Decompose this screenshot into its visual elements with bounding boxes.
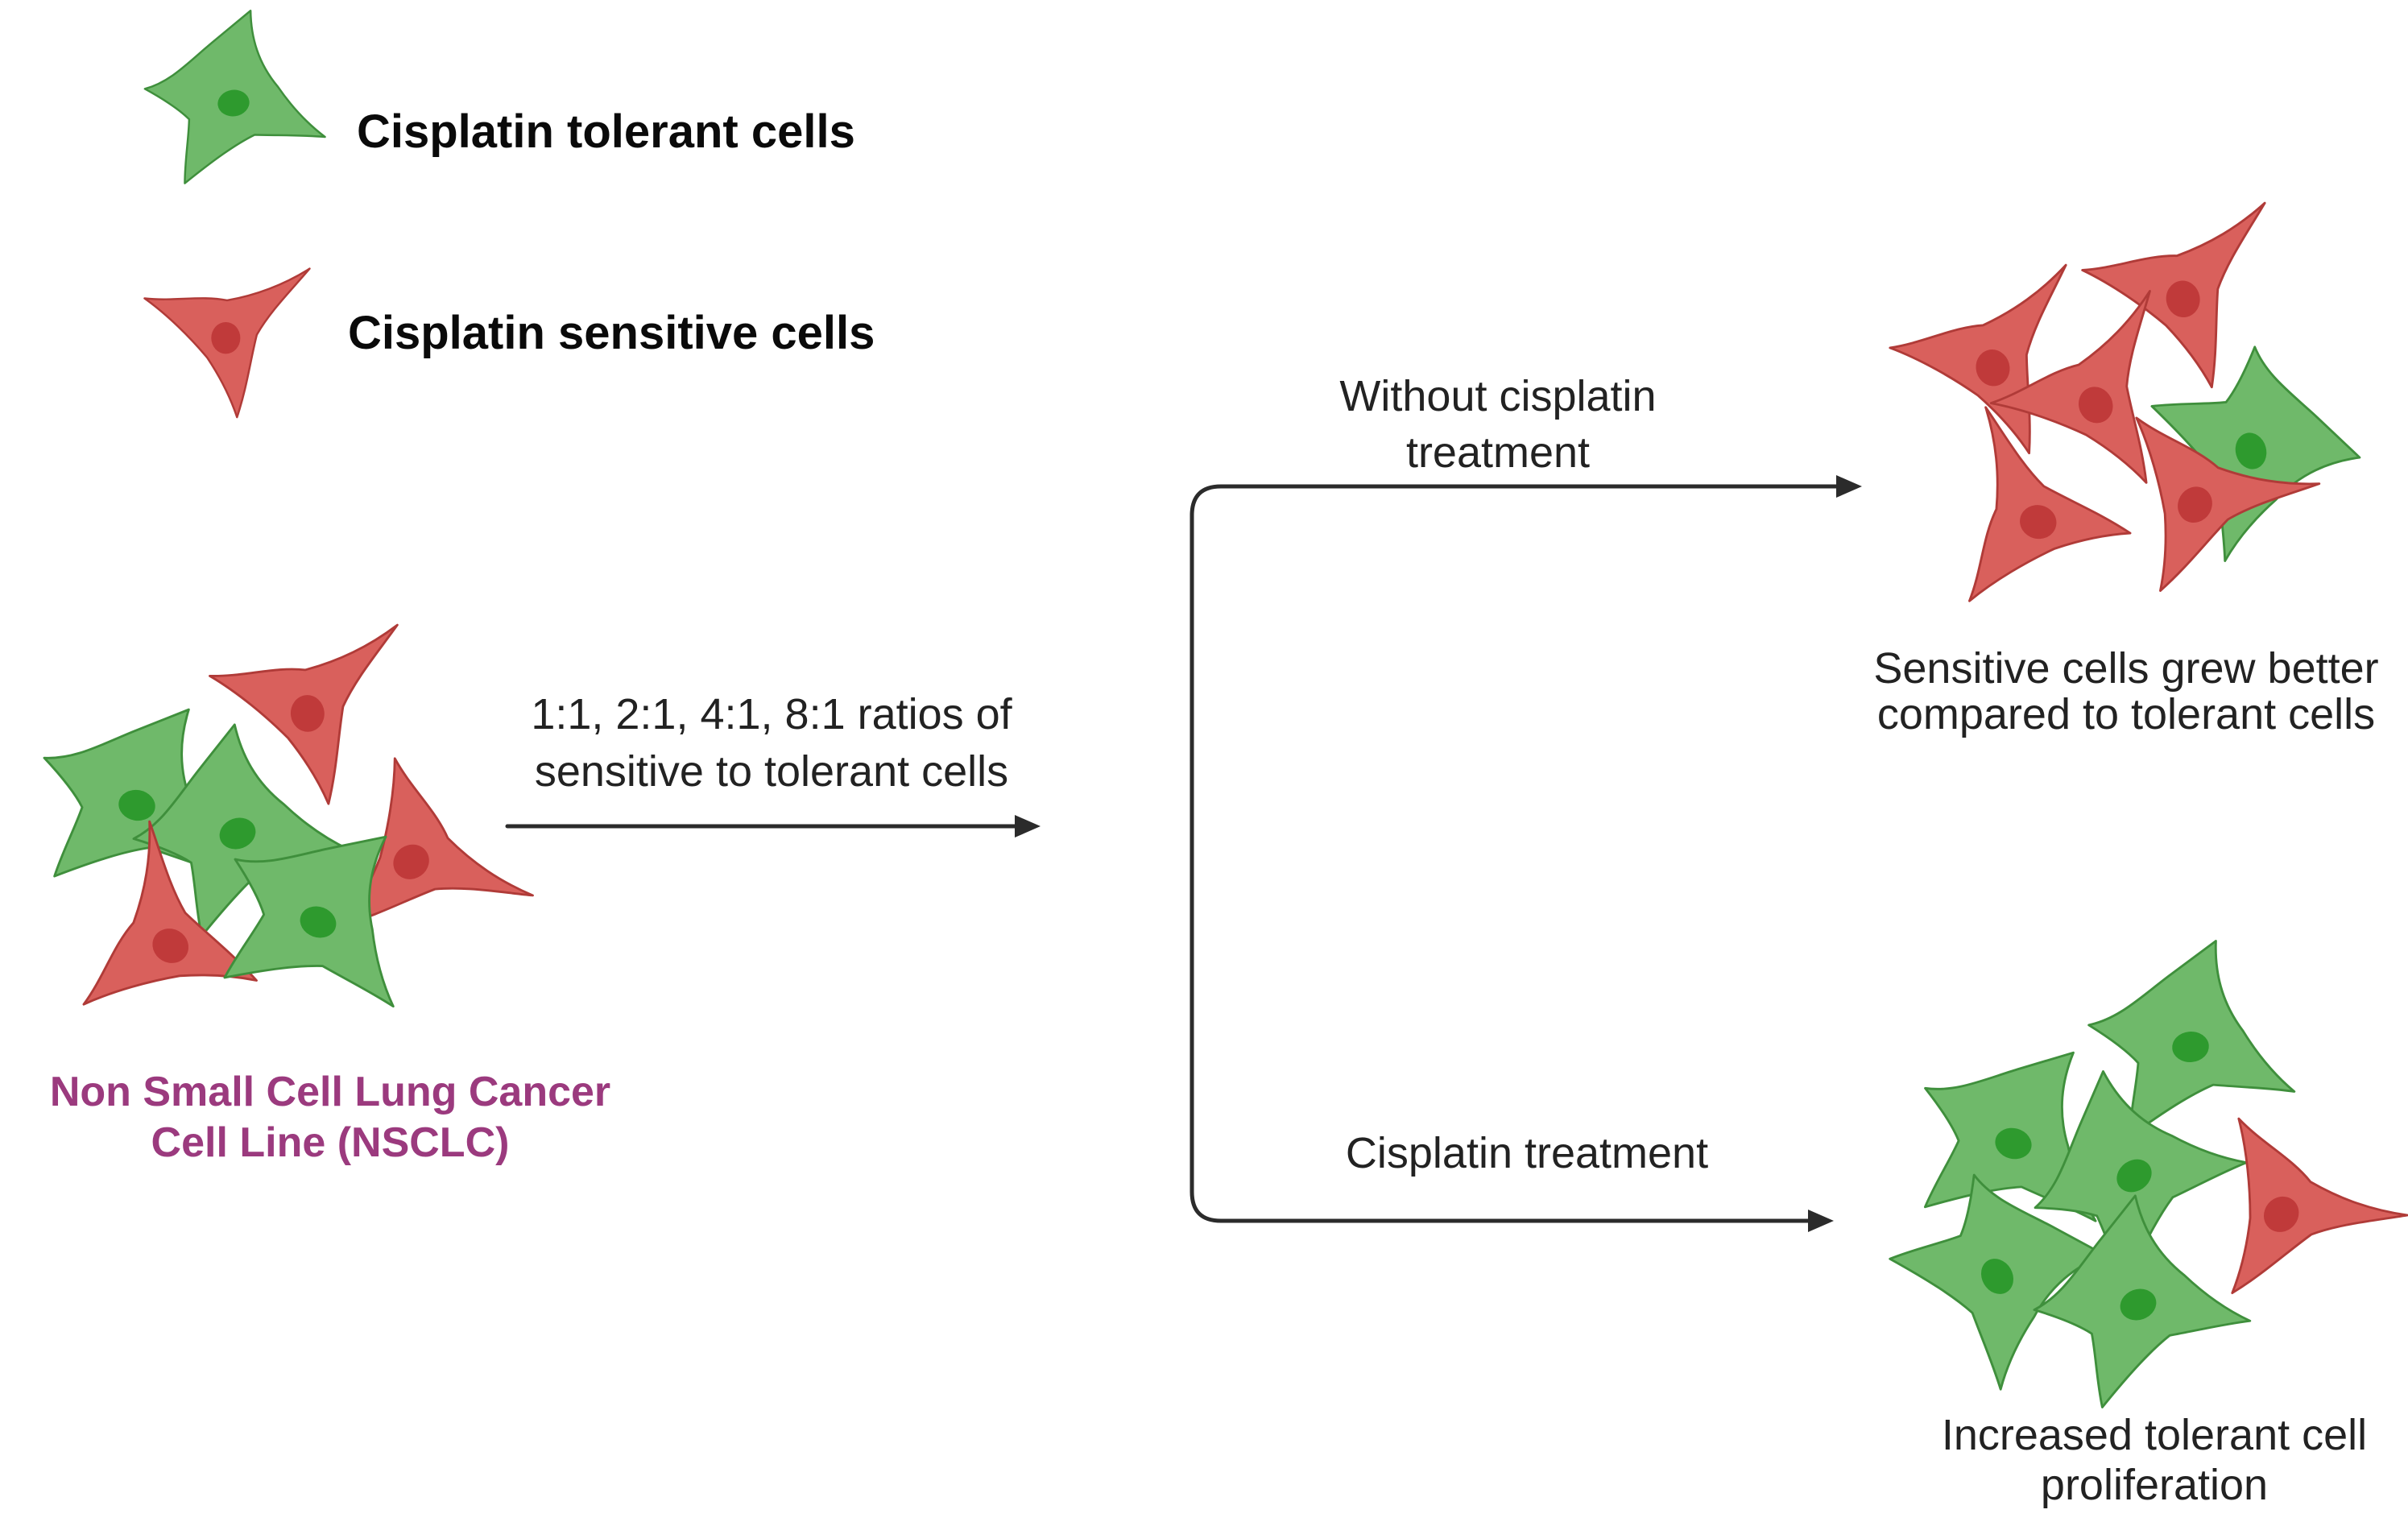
bottom-outcome-label-line-2: proliferation bbox=[2041, 1461, 2268, 1509]
legend: Cisplatin tolerant cells Cisplatin sensi… bbox=[134, 2, 875, 419]
legend-sensitive-label: Cisplatin sensitive cells bbox=[348, 307, 875, 359]
legend-tolerant-label: Cisplatin tolerant cells bbox=[357, 105, 855, 158]
nsclc-title-line-1: Non Small Cell Lung Cancer bbox=[50, 1069, 610, 1115]
mixing-ratios-label-line-2: sensitive to tolerant cells bbox=[535, 747, 1008, 796]
mixing-arrow bbox=[505, 815, 1041, 838]
bottom-outcome-label-line-1: Increased tolerant cell bbox=[1942, 1411, 2367, 1459]
outcome-cluster-without-treatment bbox=[1880, 201, 2378, 638]
without-cisplatin-label-line-2: treatment bbox=[1406, 428, 1590, 477]
legend-sensitive-cell-icon bbox=[143, 267, 311, 419]
without-cisplatin-label-line-1: Without cisplatin bbox=[1339, 372, 1656, 420]
nsclc-title-line-2: Cell Line (NSCLC) bbox=[151, 1119, 510, 1166]
cisplatin-treatment-label: Cisplatin treatment bbox=[1346, 1129, 1708, 1177]
top-outcome-label-line-2: compared to tolerant cells bbox=[1877, 690, 2375, 738]
outcome-cluster-with-treatment bbox=[1873, 934, 2408, 1419]
nsclc-cell-cluster bbox=[23, 623, 534, 1075]
mixing-ratios-label-line-1: 1:1, 2:1, 4:1, 8:1 ratios of bbox=[531, 690, 1012, 738]
legend-tolerant-cell-icon bbox=[134, 2, 330, 188]
top-outcome-label-line-1: Sensitive cells grew better bbox=[1873, 644, 2378, 693]
branch-connector bbox=[1190, 475, 1862, 1232]
